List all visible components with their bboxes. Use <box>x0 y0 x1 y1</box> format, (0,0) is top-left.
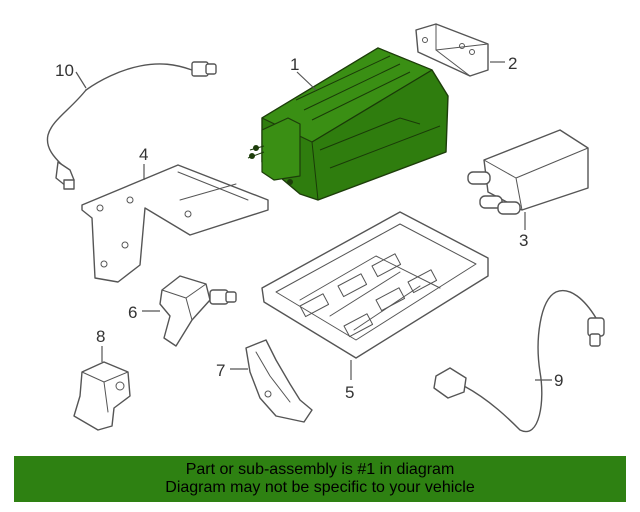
part-7-shield[interactable] <box>245 339 313 423</box>
part-2-bracket[interactable] <box>415 23 489 77</box>
callout-2: 2 <box>508 54 517 73</box>
part-5-tray[interactable] <box>261 211 489 359</box>
callout-3: 3 <box>519 231 528 250</box>
part-1-canister[interactable] <box>247 47 449 201</box>
callout-9: 9 <box>554 371 563 390</box>
part-3-filter[interactable] <box>467 129 589 215</box>
banner-line-2: Diagram may not be specific to your vehi… <box>165 479 475 496</box>
part-9-oxygen-sensor[interactable] <box>433 289 605 433</box>
callout-8: 8 <box>96 327 105 346</box>
parts-diagram: 10 4 2 1 <box>46 23 605 433</box>
callout-10: 10 <box>55 61 74 80</box>
callout-5: 5 <box>345 383 354 402</box>
part-4-bracket[interactable] <box>81 164 269 283</box>
banner-line-1: Part or sub-assembly is #1 in diagram <box>185 461 455 478</box>
callout-4: 4 <box>139 145 148 164</box>
callout-6: 6 <box>128 303 137 322</box>
callout-7: 7 <box>216 361 225 380</box>
part-8-bracket[interactable] <box>73 361 131 431</box>
part-6-sensor[interactable] <box>159 275 237 347</box>
part-10-oxygen-sensor[interactable] <box>46 61 217 190</box>
callout-1: 1 <box>290 55 299 74</box>
info-banner: Part or sub-assembly is #1 in diagram Di… <box>14 456 626 502</box>
